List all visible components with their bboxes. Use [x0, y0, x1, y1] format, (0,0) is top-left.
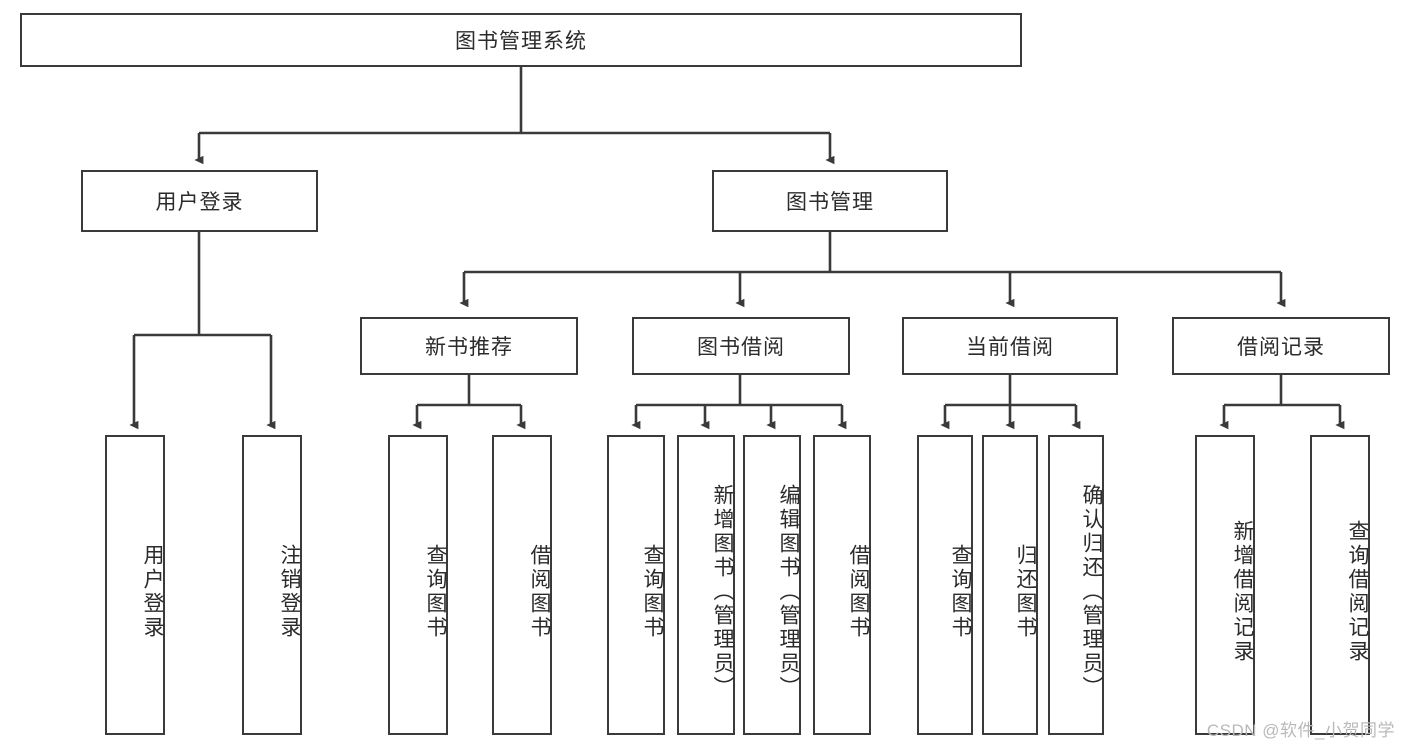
- leaf-book-borrow-add[interactable]: 新增图书（管理员）: [677, 435, 735, 735]
- node-book-borrow[interactable]: 图书借阅: [632, 317, 850, 375]
- node-label: 图书管理系统: [455, 30, 587, 53]
- node-label: 查询图书: [424, 544, 447, 640]
- node-label: 新书推荐: [425, 336, 513, 359]
- leaf-current-borrow-return[interactable]: 归还图书: [982, 435, 1038, 735]
- leaf-borrow-record-query[interactable]: 查询借阅记录: [1310, 435, 1370, 735]
- node-label: 图书管理: [786, 191, 874, 214]
- node-label: 编辑图书（管理员）: [777, 484, 800, 700]
- watermark-text: CSDN @软件_小贺同学: [1206, 721, 1395, 740]
- leaf-current-borrow-confirm[interactable]: 确认归还（管理员）: [1048, 435, 1104, 735]
- node-user-login[interactable]: 用户登录: [81, 170, 318, 232]
- node-label: 确认归还（管理员）: [1080, 484, 1103, 700]
- node-label: 当前借阅: [966, 336, 1054, 359]
- node-label: 注销登录: [278, 544, 301, 640]
- leaf-book-borrow-query[interactable]: 查询图书: [607, 435, 665, 735]
- node-label: 新增图书（管理员）: [711, 484, 734, 700]
- leaf-new-book-query[interactable]: 查询图书: [388, 435, 448, 735]
- leaf-current-borrow-query[interactable]: 查询图书: [917, 435, 973, 735]
- node-label: 用户登录: [155, 191, 244, 214]
- leaf-borrow-record-add[interactable]: 新增借阅记录: [1195, 435, 1255, 735]
- node-label: 用户登录: [141, 544, 164, 640]
- node-new-book-recommend[interactable]: 新书推荐: [360, 317, 578, 375]
- leaf-user-login-login[interactable]: 用户登录: [105, 435, 165, 735]
- leaf-new-book-borrow[interactable]: 借阅图书: [492, 435, 552, 735]
- node-borrow-record[interactable]: 借阅记录: [1172, 317, 1390, 375]
- node-label: 借阅图书: [847, 544, 870, 640]
- node-label: 新增借阅记录: [1231, 520, 1254, 664]
- node-label: 查询图书: [641, 544, 664, 640]
- node-label: 借阅图书: [528, 544, 551, 640]
- node-root-system[interactable]: 图书管理系统: [20, 13, 1022, 67]
- node-label: 图书借阅: [697, 336, 785, 359]
- leaf-book-borrow-borrow[interactable]: 借阅图书: [813, 435, 871, 735]
- leaf-user-login-logout[interactable]: 注销登录: [242, 435, 302, 735]
- node-label: 查询图书: [949, 544, 972, 640]
- leaf-book-borrow-edit[interactable]: 编辑图书（管理员）: [743, 435, 801, 735]
- node-label: 查询借阅记录: [1346, 520, 1369, 664]
- node-book-management[interactable]: 图书管理: [712, 170, 948, 232]
- node-label: 借阅记录: [1237, 336, 1325, 359]
- node-current-borrow[interactable]: 当前借阅: [902, 317, 1118, 375]
- node-label: 归还图书: [1014, 544, 1037, 640]
